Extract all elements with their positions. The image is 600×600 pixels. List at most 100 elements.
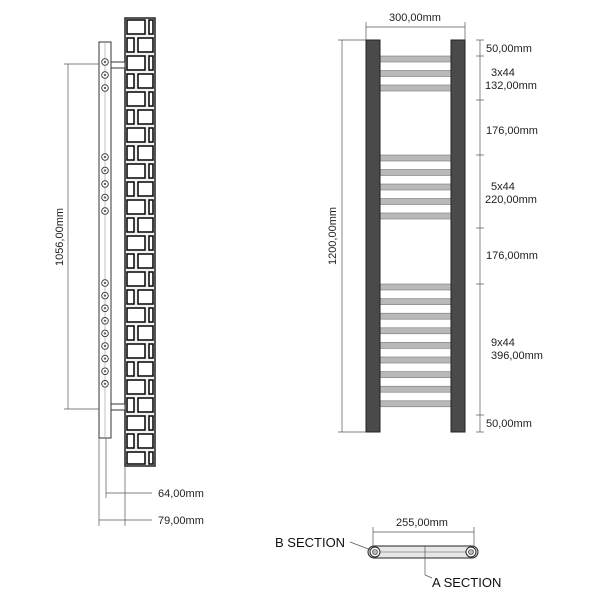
brick (148, 343, 154, 359)
brick (137, 433, 154, 449)
left-upright (365, 39, 381, 433)
brick (137, 145, 154, 161)
rail-group-3-length: 396,00mm (491, 350, 543, 362)
depth-label-1: 64,00mm (158, 488, 204, 500)
brick (148, 307, 154, 323)
depth-label-2: 79,00mm (158, 515, 204, 527)
right-upright (450, 39, 466, 433)
tube-hole-center (103, 382, 107, 385)
tube-hole-center (103, 281, 107, 285)
towel-rail (379, 283, 452, 291)
towel-rail (379, 371, 452, 378)
front-width-label: 300,00mm (389, 12, 441, 24)
brick (126, 127, 146, 143)
brick (126, 73, 135, 89)
brick (126, 91, 146, 107)
tube-hole-center (103, 182, 107, 186)
brick (137, 289, 154, 305)
right-dim-label-gap-1: 176,00mm (486, 125, 538, 137)
b-section-label: B SECTION (275, 535, 345, 550)
side-view: 1056,00mm 64,00mm 79,00mm (54, 17, 204, 527)
front-view: 300,00mm 1200,00mm 50,00mm 3x44 132,00mm… (327, 12, 543, 433)
brick (126, 307, 146, 323)
brick (148, 127, 154, 143)
brick-wall (124, 17, 156, 467)
brick (126, 181, 135, 197)
right-dim-label-top: 50,00mm (486, 43, 532, 55)
brick (137, 181, 154, 197)
brick (126, 253, 135, 269)
wall-bracket-bottom (110, 403, 126, 411)
brick (126, 199, 146, 215)
brick (126, 343, 146, 359)
tube-hole-center (103, 86, 107, 90)
tube-hole-center (103, 169, 107, 172)
rail-group-1-length: 132,00mm (485, 80, 537, 92)
tube-hole-center (103, 370, 107, 373)
brick (137, 361, 154, 377)
tube-hole-center (103, 357, 107, 360)
tube-hole-center (103, 307, 107, 310)
brick (137, 253, 154, 269)
brick (148, 235, 154, 251)
brick (137, 397, 154, 413)
towel-rail (379, 400, 452, 408)
towel-rail (379, 327, 452, 335)
towel-rail (379, 55, 452, 63)
brick (126, 55, 146, 71)
towel-rail (379, 198, 452, 205)
brick (126, 235, 146, 251)
a-section-leader-end (424, 574, 433, 579)
rail-group-2-length: 220,00mm (485, 194, 537, 206)
brick (126, 415, 146, 431)
brick (126, 379, 146, 395)
tube-hole-center (103, 73, 107, 77)
brick (148, 415, 154, 431)
brick (148, 271, 154, 287)
brick (148, 199, 154, 215)
brick (126, 451, 146, 465)
towel-rail (379, 385, 452, 393)
brick (126, 289, 135, 305)
towel-rail (379, 169, 452, 176)
brick (137, 37, 154, 53)
tube-hole-center (103, 209, 107, 213)
brick (126, 433, 135, 449)
side-height-label: 1056,00mm (54, 208, 66, 266)
brick (126, 271, 146, 287)
right-dim-label-bottom: 50,00mm (486, 418, 532, 430)
towel-rails (379, 55, 452, 408)
brick (126, 37, 135, 53)
brick (126, 397, 135, 413)
brick (148, 451, 154, 465)
tube-hole-center (103, 196, 107, 199)
rail-group-1-count: 3x44 (491, 67, 515, 79)
towel-rail (379, 342, 452, 349)
brick (148, 163, 154, 179)
towel-rail (379, 84, 452, 92)
tube-hole-center (103, 294, 107, 297)
towel-rail (379, 154, 452, 162)
brick (137, 217, 154, 233)
rail-group-2-count: 5x44 (491, 181, 515, 193)
brick (148, 91, 154, 107)
towel-rail (379, 298, 452, 305)
towel-rail (379, 212, 452, 220)
a-section-label: A SECTION (432, 575, 501, 590)
tube-hole-center (103, 344, 107, 348)
tube-hole-center (103, 60, 107, 64)
section-left-tube-inner (372, 549, 378, 555)
brick (148, 19, 154, 35)
towel-rail (379, 312, 452, 320)
section-view: 255,00mm B SECTION A SECTION (275, 517, 501, 590)
brick (126, 163, 146, 179)
side-view-tube-holes (101, 58, 109, 388)
towel-rail (379, 183, 452, 191)
brick (126, 217, 135, 233)
brick (137, 109, 154, 125)
wall-bracket-top (110, 61, 126, 69)
front-height-label: 1200,00mm (327, 207, 339, 265)
brick (137, 73, 154, 89)
towel-rail (379, 356, 452, 364)
